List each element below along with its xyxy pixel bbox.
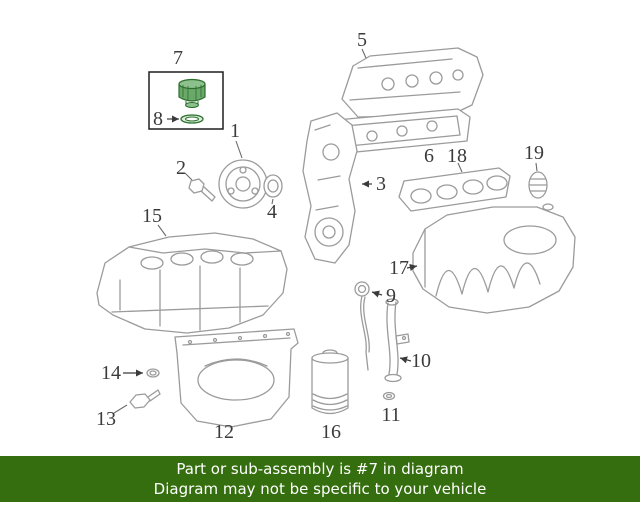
part-19-art <box>528 162 554 211</box>
callout-3: 3 <box>376 173 386 195</box>
part-16-art <box>311 349 349 415</box>
callout-6: 6 <box>424 145 434 167</box>
callout-15: 15 <box>142 205 162 227</box>
callout-17: 17 <box>389 257 409 279</box>
callout-13: 13 <box>96 408 116 430</box>
callout-14: 14 <box>101 362 121 384</box>
callout-2: 2 <box>176 157 186 179</box>
callout-4: 4 <box>267 201 277 223</box>
part-10-art <box>384 298 412 383</box>
callout-18: 18 <box>447 145 467 167</box>
part-2-art <box>184 172 216 202</box>
part-15-art <box>96 224 288 334</box>
part-17-art <box>406 206 576 314</box>
callout-9: 9 <box>386 285 396 307</box>
part-14-art <box>123 368 160 378</box>
part-5-art <box>341 47 484 118</box>
highlight-banner: Part or sub-assembly is #7 in diagram Di… <box>0 456 640 502</box>
part-7-art-highlighted <box>178 78 206 108</box>
part-9-art <box>354 281 383 371</box>
part-12-art <box>174 328 299 428</box>
callout-16: 16 <box>321 421 341 443</box>
part-1-art <box>218 140 268 209</box>
callout-10: 10 <box>411 350 431 372</box>
highlight-box <box>148 71 224 130</box>
banner-line-2: Diagram may not be specific to your vehi… <box>153 480 487 498</box>
part-3-art <box>302 112 372 264</box>
callout-19: 19 <box>524 142 544 164</box>
callout-11: 11 <box>381 404 401 426</box>
callout-5: 5 <box>357 29 367 51</box>
callout-8: 8 <box>153 108 163 130</box>
part-11-art <box>382 391 396 401</box>
part-13-art <box>113 389 161 414</box>
part-8-art-highlighted <box>167 114 204 124</box>
callout-12: 12 <box>214 421 234 443</box>
banner-line-1: Part or sub-assembly is #7 in diagram <box>176 459 464 478</box>
part-4-art <box>263 174 283 205</box>
callout-1: 1 <box>230 120 240 142</box>
callout-7: 7 <box>173 47 183 69</box>
part-18-art <box>398 162 511 212</box>
